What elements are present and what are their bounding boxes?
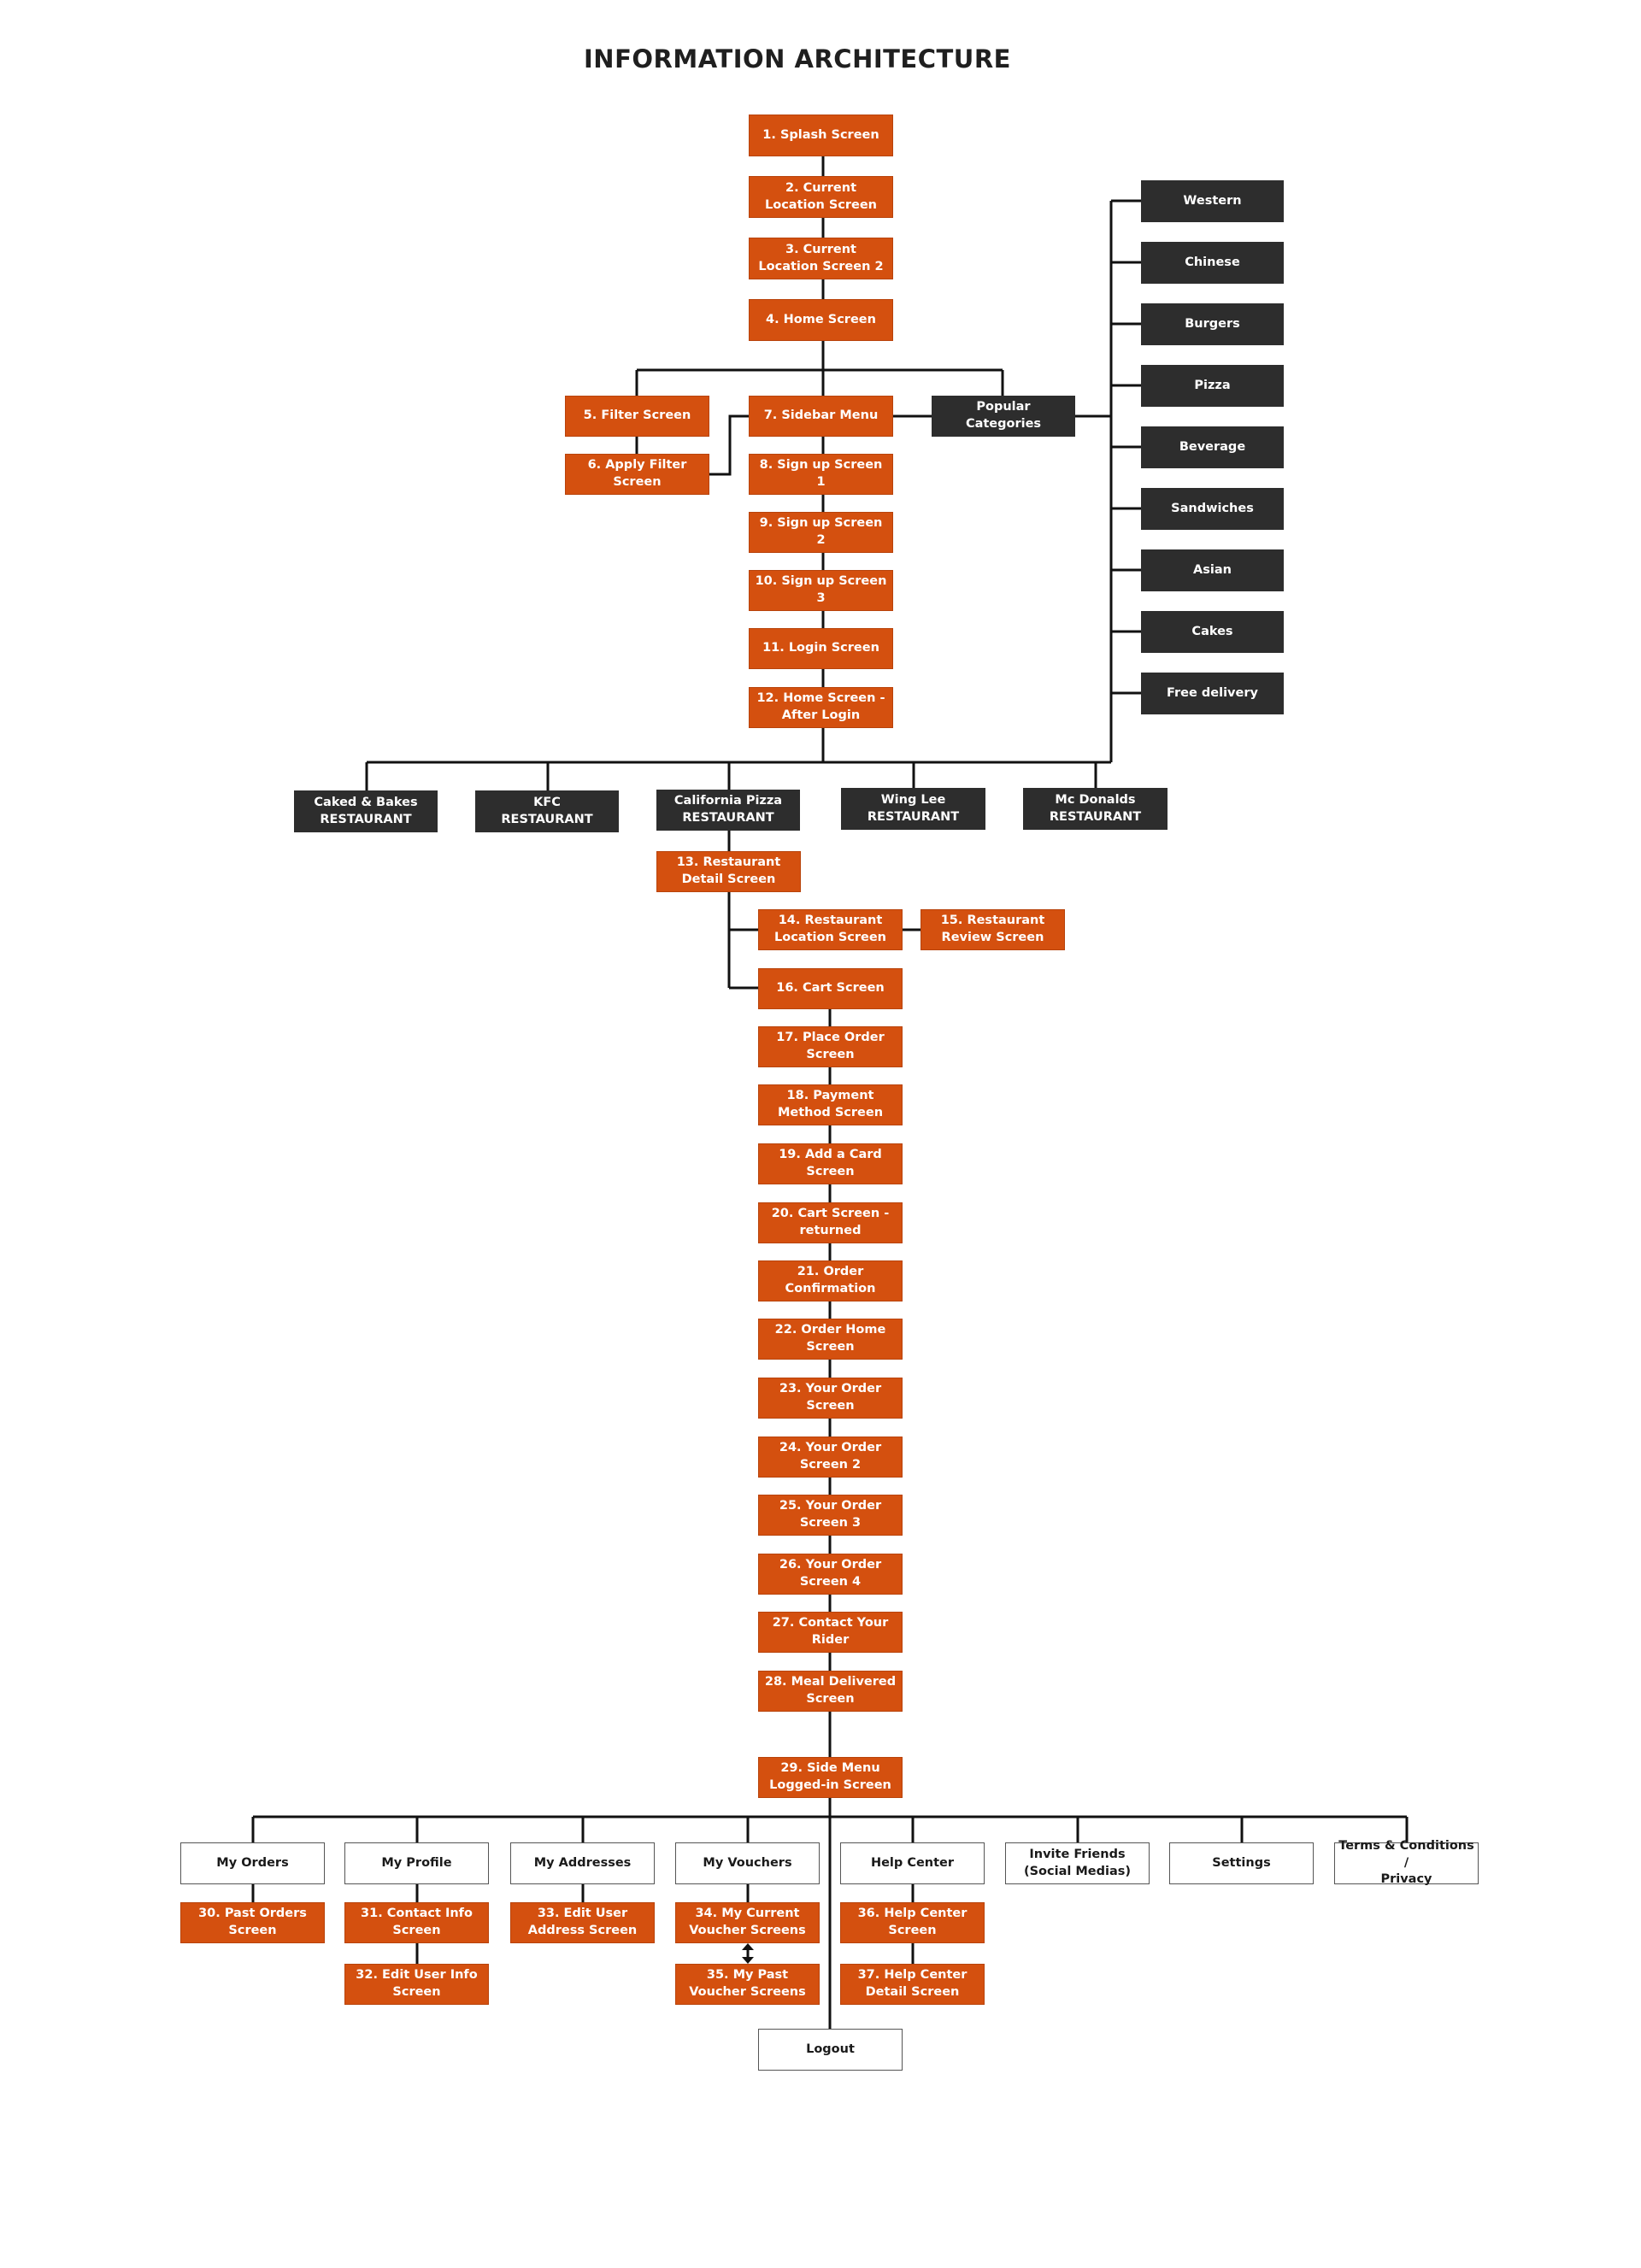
- past-orders-screen-node: 30. Past Orders Screen: [180, 1902, 325, 1943]
- apply-filter-screen-node: 6. Apply Filter Screen: [565, 454, 709, 495]
- menu-invite-friends: Invite Friends (Social Medias): [1005, 1842, 1150, 1884]
- order-confirmation-node: 21. Order Confirmation: [758, 1260, 903, 1301]
- category-beverage: Beverage: [1141, 426, 1284, 468]
- past-voucher-screens-node: 35. My Past Voucher Screens: [675, 1964, 820, 2005]
- contact-info-screen-node: 31. Contact Info Screen: [344, 1902, 489, 1943]
- help-center-detail-screen-node: 37. Help Center Detail Screen: [840, 1964, 985, 2005]
- menu-my-orders: My Orders: [180, 1842, 325, 1884]
- sign-up-screen-1-node: 8. Sign up Screen 1: [749, 454, 893, 495]
- menu-terms-privacy: Terms & Conditions / Privacy: [1334, 1839, 1479, 1886]
- place-order-screen-node: 17. Place Order Screen: [758, 1026, 903, 1067]
- sidebar-menu-node: 7. Sidebar Menu: [749, 396, 893, 437]
- help-center-screen-node: 36. Help Center Screen: [840, 1902, 985, 1943]
- current-location-screen-node: 2. Current Location Screen: [749, 176, 893, 218]
- category-free-delivery: Free delivery: [1141, 673, 1284, 714]
- sign-up-screen-3-node: 10. Sign up Screen 3: [749, 570, 893, 611]
- menu-my-vouchers: My Vouchers: [675, 1842, 820, 1884]
- restaurant-detail-screen-node: 13. Restaurant Detail Screen: [656, 851, 801, 892]
- restaurant-caked-bakes: Caked & Bakes RESTAURANT: [294, 790, 438, 832]
- restaurant-location-screen-node: 14. Restaurant Location Screen: [758, 909, 903, 950]
- edit-user-info-screen-node: 32. Edit User Info Screen: [344, 1964, 489, 2005]
- current-location-screen-2-node: 3. Current Location Screen 2: [749, 238, 893, 279]
- splash-screen-node: 1. Splash Screen: [749, 115, 893, 156]
- menu-settings: Settings: [1169, 1842, 1314, 1884]
- order-home-screen-node: 22. Order Home Screen: [758, 1319, 903, 1360]
- your-order-screen-3-node: 25. Your Order Screen 3: [758, 1495, 903, 1536]
- category-burgers: Burgers: [1141, 303, 1284, 345]
- restaurant-california-pizza: California Pizza RESTAURANT: [656, 790, 800, 831]
- side-menu-logged-in-node: 29. Side Menu Logged-in Screen: [758, 1757, 903, 1798]
- home-screen-node: 4. Home Screen: [749, 299, 893, 341]
- category-cakes: Cakes: [1141, 611, 1284, 653]
- restaurant-mc-donalds: Mc Donalds RESTAURANT: [1023, 788, 1168, 830]
- your-order-screen-node: 23. Your Order Screen: [758, 1378, 903, 1419]
- restaurant-review-screen-node: 15. Restaurant Review Screen: [920, 909, 1065, 950]
- category-sandwiches: Sandwiches: [1141, 488, 1284, 530]
- cart-screen-node: 16. Cart Screen: [758, 968, 903, 1009]
- page-title: INFORMATION ARCHITECTURE: [584, 44, 1011, 73]
- category-chinese: Chinese: [1141, 242, 1284, 284]
- cart-screen-returned-node: 20. Cart Screen - returned: [758, 1202, 903, 1243]
- menu-help-center: Help Center: [840, 1842, 985, 1884]
- restaurant-wing-lee: Wing Lee RESTAURANT: [841, 788, 985, 830]
- your-order-screen-4-node: 26. Your Order Screen 4: [758, 1554, 903, 1595]
- sign-up-screen-2-node: 9. Sign up Screen 2: [749, 512, 893, 553]
- category-pizza: Pizza: [1141, 365, 1284, 407]
- menu-my-profile: My Profile: [344, 1842, 489, 1884]
- payment-method-screen-node: 18. Payment Method Screen: [758, 1084, 903, 1125]
- home-screen-after-login-node: 12. Home Screen - After Login: [749, 687, 893, 728]
- edit-user-address-screen-node: 33. Edit User Address Screen: [510, 1902, 655, 1943]
- login-screen-node: 11. Login Screen: [749, 628, 893, 669]
- filter-screen-node: 5. Filter Screen: [565, 396, 709, 437]
- your-order-screen-2-node: 24. Your Order Screen 2: [758, 1437, 903, 1478]
- logout-node: Logout: [758, 2029, 903, 2071]
- menu-my-addresses: My Addresses: [510, 1842, 655, 1884]
- meal-delivered-screen-node: 28. Meal Delivered Screen: [758, 1671, 903, 1712]
- popular-categories-node: Popular Categories: [932, 396, 1075, 437]
- category-asian: Asian: [1141, 549, 1284, 591]
- contact-rider-node: 27. Contact Your Rider: [758, 1612, 903, 1653]
- category-western: Western: [1141, 180, 1284, 222]
- add-card-screen-node: 19. Add a Card Screen: [758, 1143, 903, 1184]
- restaurant-kfc: KFC RESTAURANT: [475, 790, 619, 832]
- current-voucher-screens-node: 34. My Current Voucher Screens: [675, 1902, 820, 1943]
